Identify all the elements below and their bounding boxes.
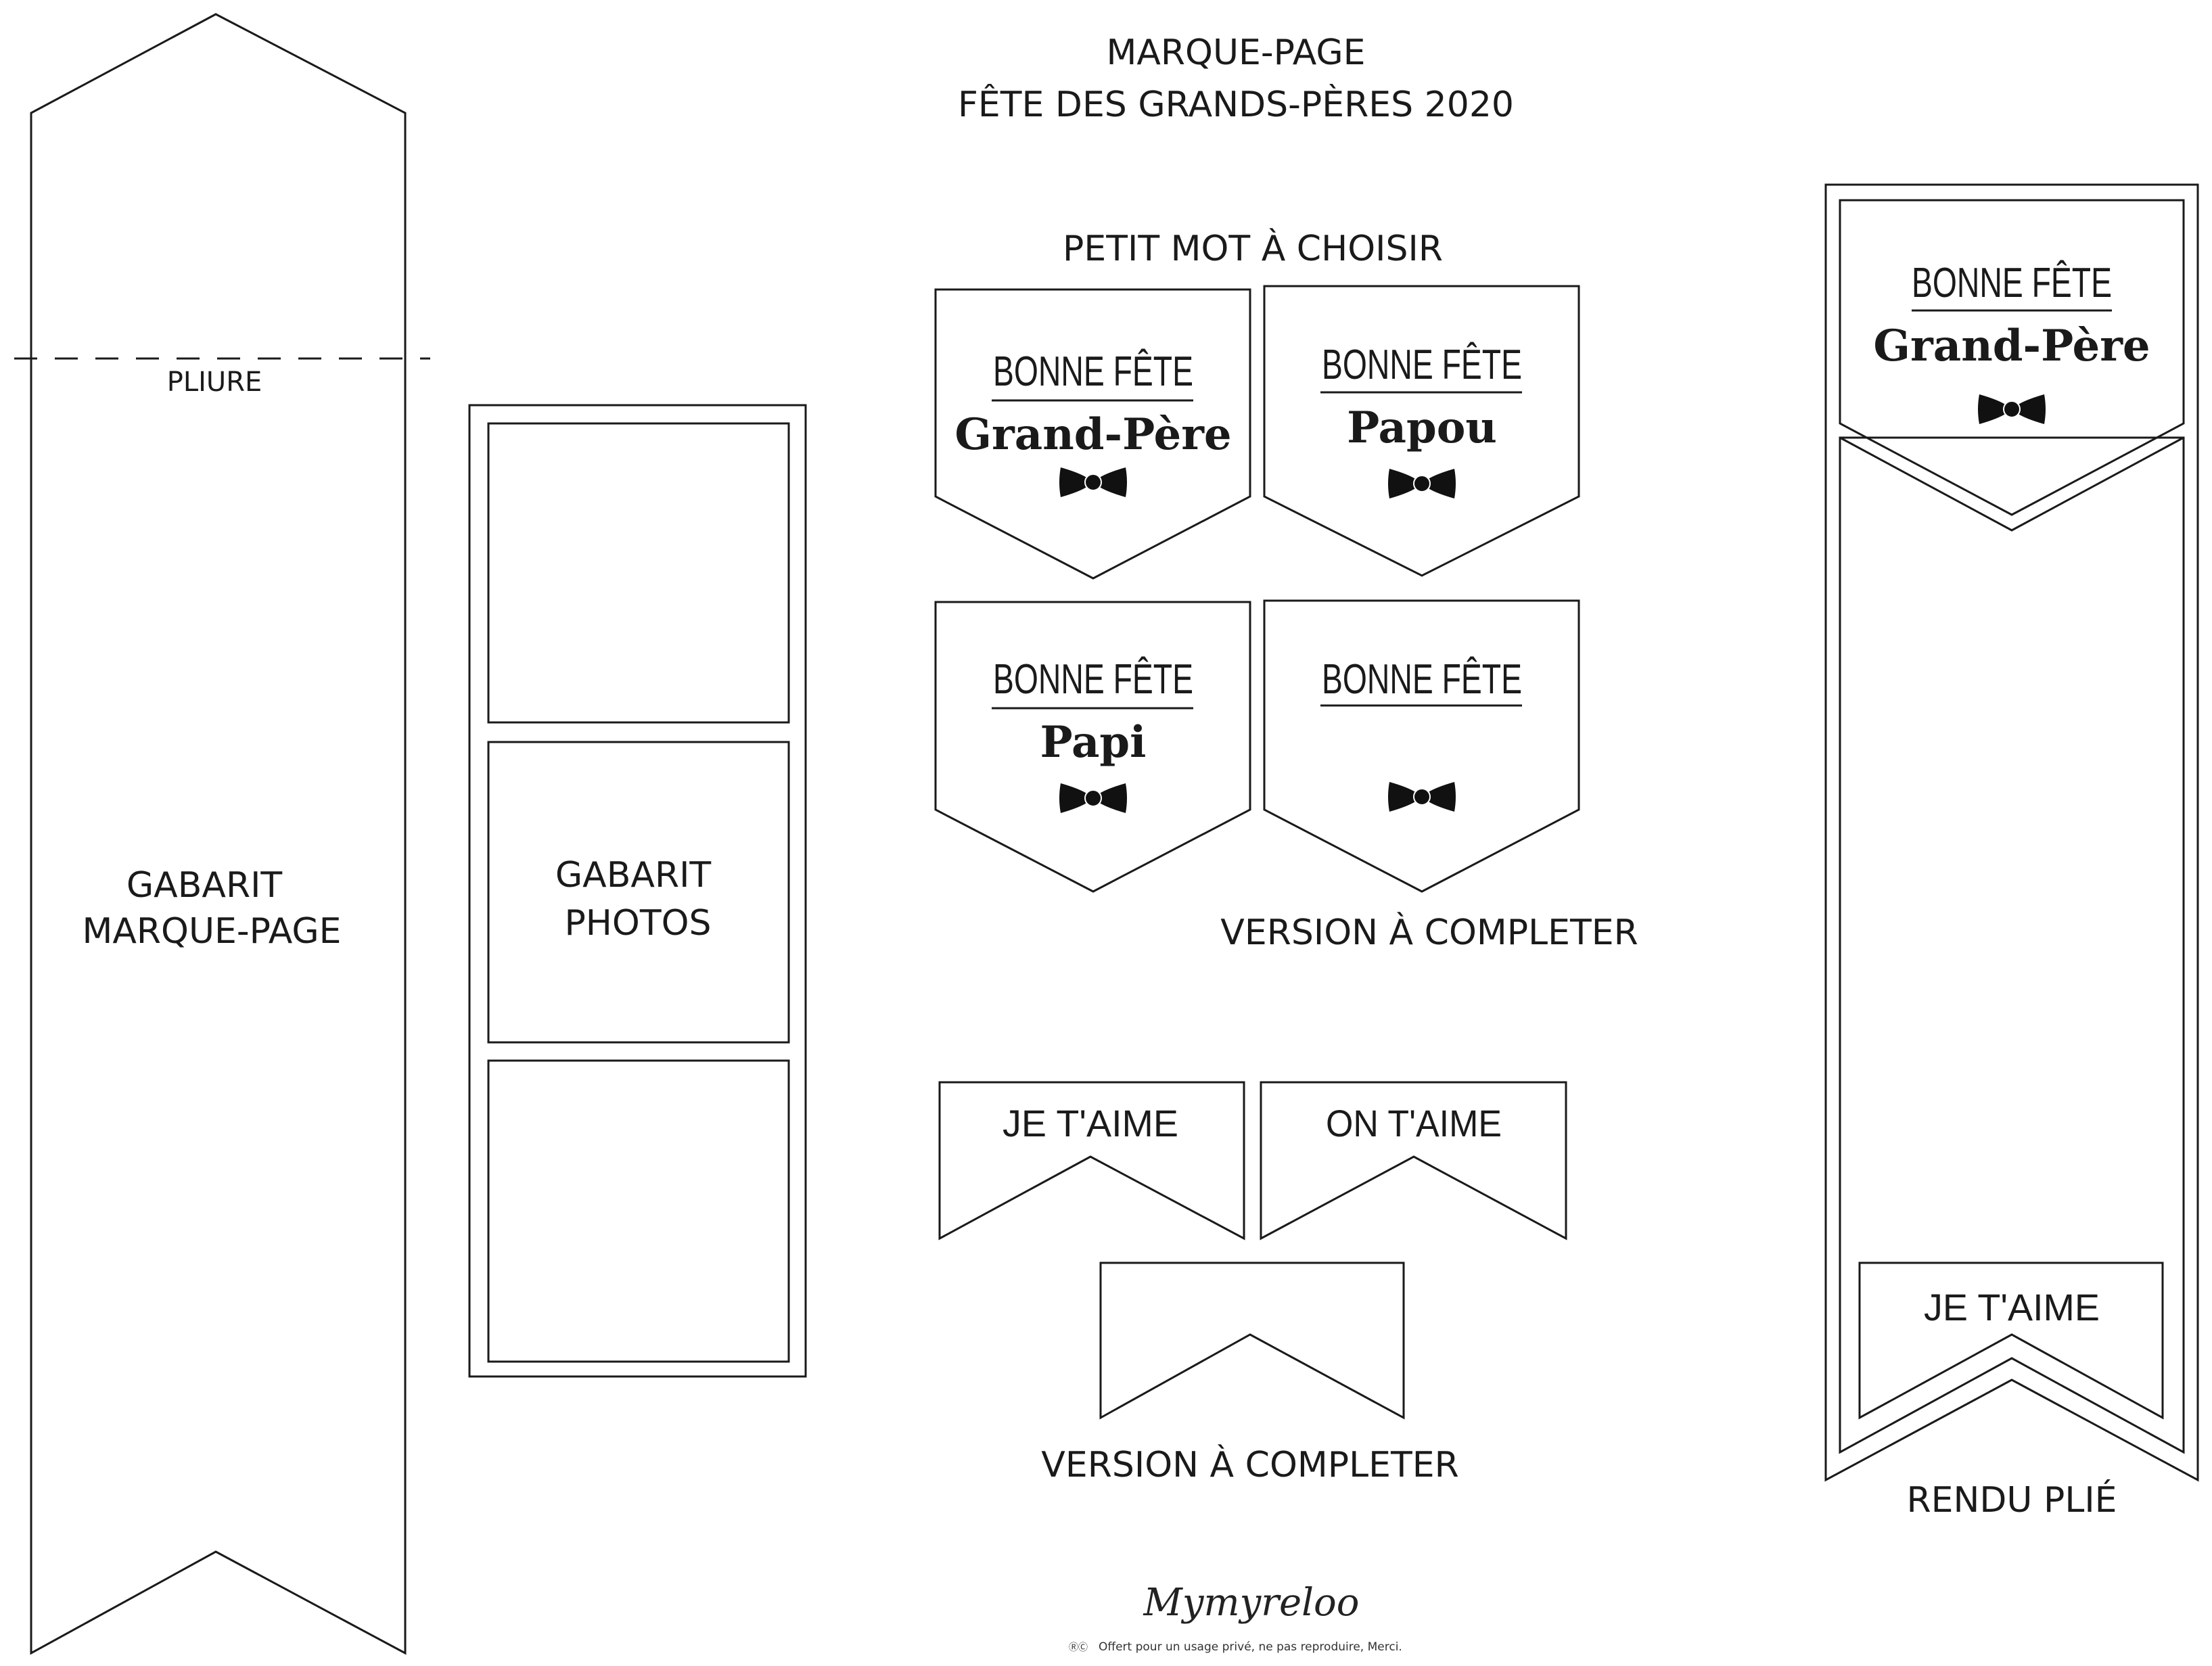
bowtie-icon	[1977, 394, 2046, 425]
word-section-title: PETIT MOT À CHOISIR	[1063, 228, 1443, 269]
brand-logo: Mymyreloo	[1143, 1581, 1360, 1625]
photo-slot	[487, 422, 790, 724]
banner-on-taime: ON T'AIME	[1260, 1081, 1567, 1241]
photo-frame	[468, 404, 807, 1378]
tag-heading: BONNE FÊTE	[1322, 656, 1522, 703]
tag-grand-pere: BONNE FÊTE Grand-Père	[934, 288, 1251, 580]
photo-label-2: PHOTOS	[564, 903, 711, 944]
banner-text: JE T'AIME	[1003, 1102, 1178, 1144]
tag-heading: BONNE FÊTE	[1322, 342, 1522, 388]
bookmark-label-1: GABARIT	[126, 865, 283, 906]
bowtie-icon	[1387, 468, 1456, 499]
photo-template: GABARIT PHOTOS	[468, 404, 807, 1378]
fold-label: PLIURE	[167, 367, 262, 398]
tag-papou: BONNE FÊTE Papou	[1263, 285, 1580, 577]
tag-name: Papou	[1347, 402, 1497, 453]
title-line-1: MARQUE-PAGE	[1106, 32, 1365, 73]
tag-heading: BONNE FÊTE	[1912, 260, 2112, 306]
bowtie-icon	[1059, 783, 1128, 814]
bowtie-icon	[1059, 467, 1128, 498]
banner-text: ON T'AIME	[1326, 1102, 1502, 1144]
bookmark-label-2: MARQUE-PAGE	[82, 911, 341, 952]
bookmark-outline	[30, 13, 407, 1655]
tag-papi: BONNE FÊTE Papi	[934, 601, 1251, 893]
usage-notice: Offert pour un usage privé, ne pas repro…	[1099, 1640, 1402, 1654]
tag-blank: BONNE FÊTE	[1263, 599, 1580, 893]
tag-name: Papi	[1040, 717, 1147, 768]
tag-heading: BONNE FÊTE	[993, 656, 1193, 703]
photo-slot	[487, 1059, 790, 1363]
banner-blank	[1099, 1262, 1405, 1420]
photo-label-1: GABARIT	[555, 855, 712, 896]
banner-je-taime: JE T'AIME	[938, 1081, 1245, 1241]
copyright-icon: ⓇⒸ	[1069, 1642, 1088, 1653]
title-line-2: FÊTE DES GRANDS-PÈRES 2020	[958, 84, 1514, 125]
folded-caption: RENDU PLIÉ	[1906, 1479, 2117, 1521]
tag-heading: BONNE FÊTE	[993, 348, 1193, 395]
folded-result: BONNE FÊTE Grand-Père JE T'AIME	[1824, 183, 2199, 1482]
blank-banner-caption: VERSION À COMPLETER	[1041, 1444, 1458, 1485]
blank-tag-caption: VERSION À COMPLETER	[1220, 912, 1638, 953]
bookmark-template: PLIURE GABARIT MARQUE-PAGE	[14, 13, 430, 1655]
banner-text: JE T'AIME	[1924, 1286, 2100, 1328]
tag-name: Grand-Père	[1873, 321, 2150, 371]
photo-slot	[487, 741, 790, 1044]
bowtie-icon	[1387, 781, 1456, 812]
tag-name: Grand-Père	[954, 409, 1231, 460]
